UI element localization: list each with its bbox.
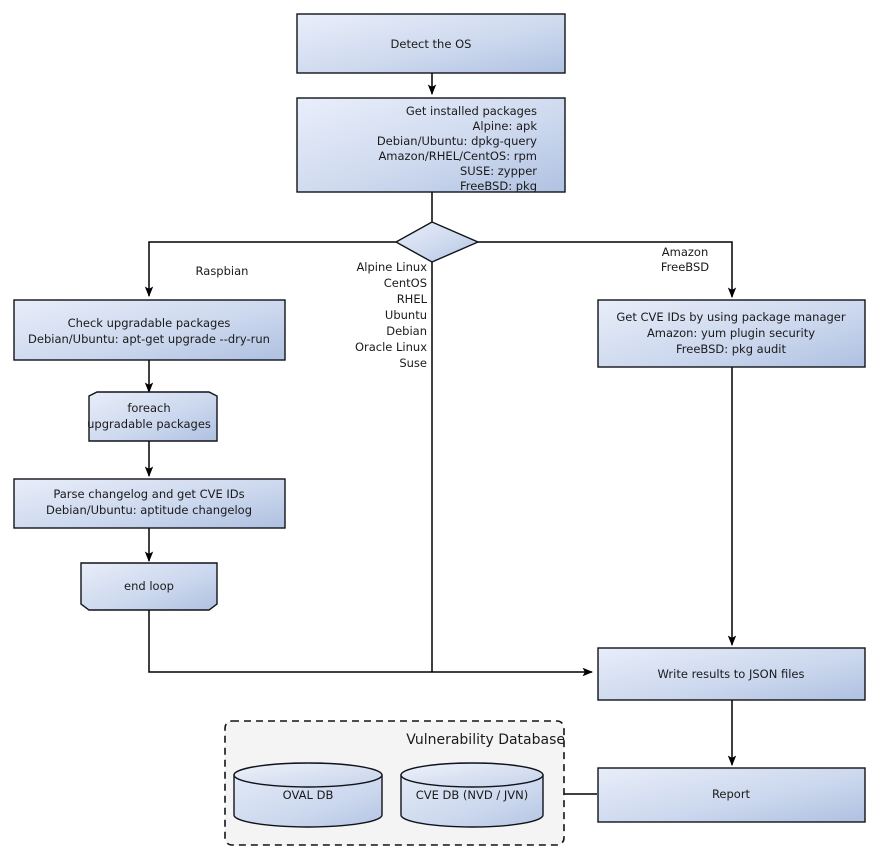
check-upgradable-line-0: Check upgradable packages: [68, 316, 231, 330]
get-installed-packages-line-2: Debian/Ubuntu: dpkg-query: [377, 134, 537, 148]
middle-os-line-1: CentOS: [384, 276, 427, 290]
node-cve-db-cylinder[interactable]: CVE DB (NVD / JVN): [400, 762, 544, 828]
get-installed-packages-line-5: FreeBSD: pkg: [460, 179, 537, 193]
node-check-upgradable-packages[interactable]: Check upgradable packages Debian/Ubuntu:…: [13, 299, 286, 361]
node-oval-db-cylinder[interactable]: OVAL DB: [233, 762, 383, 828]
middle-os-line-4: Debian: [386, 324, 427, 338]
edge-label-middle-oses: Alpine Linux CentOS RHEL Ubuntu Debian O…: [355, 260, 428, 370]
edges-layer: [144, 73, 737, 795]
amazon-freebsd-line-0: Amazon: [662, 245, 708, 259]
check-upgradable-line-1: Debian/Ubuntu: apt-get upgrade --dry-run: [28, 332, 270, 346]
get-cve-pkgmgr-line-1: Amazon: yum plugin security: [647, 326, 815, 340]
node-write-results-to-json-files[interactable]: Write results to JSON files: [597, 647, 866, 701]
middle-os-line-5: Oracle Linux: [355, 340, 427, 354]
node-get-installed-packages[interactable]: Get installed packages Alpine: apk Debia…: [296, 97, 566, 193]
node-detect-the-os[interactable]: Detect the OS: [296, 13, 566, 74]
get-installed-packages-line-0: Get installed packages: [406, 104, 537, 118]
get-installed-packages-line-3: Amazon/RHEL/CentOS: rpm: [378, 149, 537, 163]
node-get-cve-ids-package-manager[interactable]: Get CVE IDs by using package manager Ama…: [597, 299, 866, 368]
edge-label-raspbian: Raspbian: [196, 264, 249, 278]
end-loop-label: end loop: [124, 579, 174, 593]
amazon-freebsd-line-1: FreeBSD: [661, 260, 709, 274]
node-parse-changelog[interactable]: Parse changelog and get CVE IDs Debian/U…: [13, 478, 286, 529]
oval-db-label: OVAL DB: [283, 788, 334, 802]
middle-os-line-6: Suse: [399, 356, 427, 370]
get-installed-packages-line-1: Alpine: apk: [473, 119, 538, 133]
node-end-loop[interactable]: end loop: [80, 562, 218, 611]
edge-endloop-to-write: [148, 610, 594, 677]
middle-os-line-3: Ubuntu: [385, 308, 427, 322]
get-installed-packages-line-4: SUSE: zypper: [460, 164, 537, 178]
write-results-label: Write results to JSON files: [658, 667, 805, 681]
middle-os-line-2: RHEL: [397, 292, 428, 306]
report-label: Report: [712, 787, 751, 801]
get-cve-pkgmgr-line-2: FreeBSD: pkg audit: [676, 342, 787, 356]
parse-changelog-line-0: Parse changelog and get CVE IDs: [53, 487, 244, 501]
group-vulnerability-database: Vulnerability Database OVAL DB CVE DB (N…: [224, 720, 565, 846]
foreach-line-0: foreach: [127, 401, 170, 415]
get-cve-pkgmgr-line-0: Get CVE IDs by using package manager: [616, 310, 846, 324]
node-foreach-upgradable-packages[interactable]: foreach upgradable packages: [87, 391, 218, 442]
middle-os-line-0: Alpine Linux: [356, 260, 427, 274]
node-os-decision-diamond[interactable]: [394, 221, 480, 263]
edge-label-amazon-freebsd: Amazon FreeBSD: [661, 245, 709, 274]
edge-decision-raspbian: [144, 241, 396, 298]
edge-decision-amazon-freebsd: [478, 241, 737, 299]
detect-the-os-label: Detect the OS: [391, 37, 472, 51]
node-report[interactable]: Report: [597, 767, 866, 823]
cve-db-label: CVE DB (NVD / JVN): [416, 788, 529, 802]
parse-changelog-line-1: Debian/Ubuntu: aptitude changelog: [46, 503, 252, 517]
vulndb-group-title: Vulnerability Database: [406, 732, 565, 748]
foreach-line-1: upgradable packages: [87, 417, 211, 431]
